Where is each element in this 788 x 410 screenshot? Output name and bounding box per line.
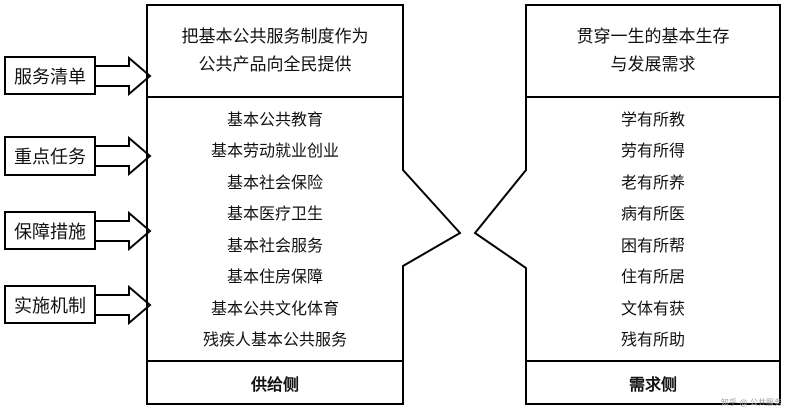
supply-item: 基本公共文化体育	[210, 298, 339, 318]
label-shishi-jizhi: 实施机制	[14, 295, 86, 317]
arrow-1	[94, 55, 152, 97]
label-zhongdian-renwu: 重点任务	[14, 147, 86, 168]
supply-item: 基本公共教育	[226, 110, 323, 129]
demand-outline	[473, 4, 781, 405]
demand-item: 学有所教	[620, 110, 685, 129]
demand-header: 贯穿一生的基本生存 与发展需求	[526, 5, 780, 97]
supply-items: 基本公共教育 基本劳动就业创业 基本社会保险 基本医疗卫生 基本社会服务 基本住…	[147, 110, 403, 350]
supply-footer: 供给侧	[250, 374, 299, 394]
supply-header-line-2: 公共产品向全民提供	[198, 55, 352, 75]
supply-outline	[146, 4, 462, 405]
label-fuwu-qingdan: 服务清单	[14, 66, 86, 88]
demand-header-line-1: 贯穿一生的基本生存	[576, 27, 730, 47]
supply-header: 把基本公共服务制度作为 公共产品向全民提供	[147, 5, 403, 97]
demand-item: 病有所医	[620, 204, 685, 224]
supply-item: 基本医疗卫生	[226, 204, 323, 224]
arrow-4	[94, 284, 152, 326]
supply-item: 残疾人基本公共服务	[202, 329, 347, 349]
demand-item: 住有所居	[620, 267, 685, 287]
supply-item: 基本社会服务	[226, 235, 323, 255]
demand-item: 文体有获	[620, 298, 685, 318]
demand-header-line-2: 与发展需求	[610, 55, 696, 75]
supply-item: 基本社会保险	[226, 172, 323, 192]
arrow-2	[94, 135, 152, 177]
arrow-3	[94, 210, 152, 252]
supply-item: 基本劳动就业创业	[210, 141, 339, 161]
demand-item: 残有所助	[620, 329, 685, 349]
demand-item: 困有所帮	[620, 235, 685, 255]
supply-item: 基本住房保障	[226, 267, 323, 287]
demand-item: 老有所养	[620, 172, 685, 192]
demand-footer: 需求侧	[628, 374, 677, 394]
demand-items: 学有所教 劳有所得 老有所养 病有所医 困有所帮 住有所居 文体有获 残有所助	[526, 110, 780, 350]
demand-item: 劳有所得	[620, 141, 685, 161]
supply-header-line-1: 把基本公共服务制度作为	[181, 27, 369, 47]
label-baozhang-cuoshi: 保障措施	[14, 221, 86, 243]
watermark: 知乎 @ 公共服务	[720, 398, 782, 407]
